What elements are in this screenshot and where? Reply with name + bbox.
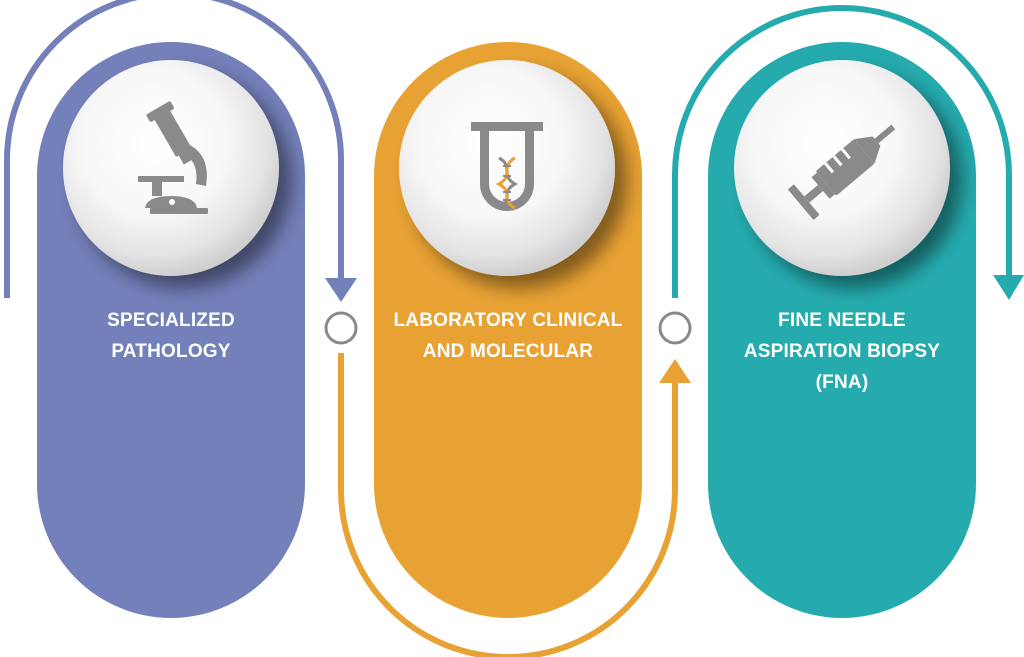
arrow-head-step-1 — [325, 278, 357, 302]
step-2-title: LABORATORY CLINICAL AND MOLECULAR — [378, 305, 638, 367]
step-3-title: FINE NEEDLE ASPIRATION BIOPSY (FNA) — [712, 305, 972, 398]
arrow-arc-step-3 — [672, 5, 1012, 298]
arrow-head-step-2 — [659, 359, 691, 383]
arrow-arc-step-1 — [3, 0, 344, 298]
step-1-title: SPECIALIZED PATHOLOGY — [41, 305, 301, 367]
step-1-title-line: SPECIALIZED — [107, 310, 235, 331]
step-1-icon-disc — [63, 60, 279, 276]
step-3-title-line: (FNA) — [815, 372, 869, 393]
arrow-head-step-3 — [993, 275, 1024, 300]
test-tube-dna-icon — [471, 122, 543, 211]
syringe-icon — [788, 124, 896, 220]
step-2-title-line: LABORATORY CLINICAL — [393, 310, 623, 331]
step-3-title-line: ASPIRATION BIOPSY — [743, 341, 941, 362]
step-1-title-line: PATHOLOGY — [111, 341, 231, 362]
step-3-title-line: FINE NEEDLE — [778, 310, 906, 331]
step-2-title-line: AND MOLECULAR — [422, 341, 594, 362]
microscope-icon — [138, 101, 208, 214]
connector-ring-2 — [658, 311, 692, 345]
connector-ring-1 — [324, 311, 358, 345]
